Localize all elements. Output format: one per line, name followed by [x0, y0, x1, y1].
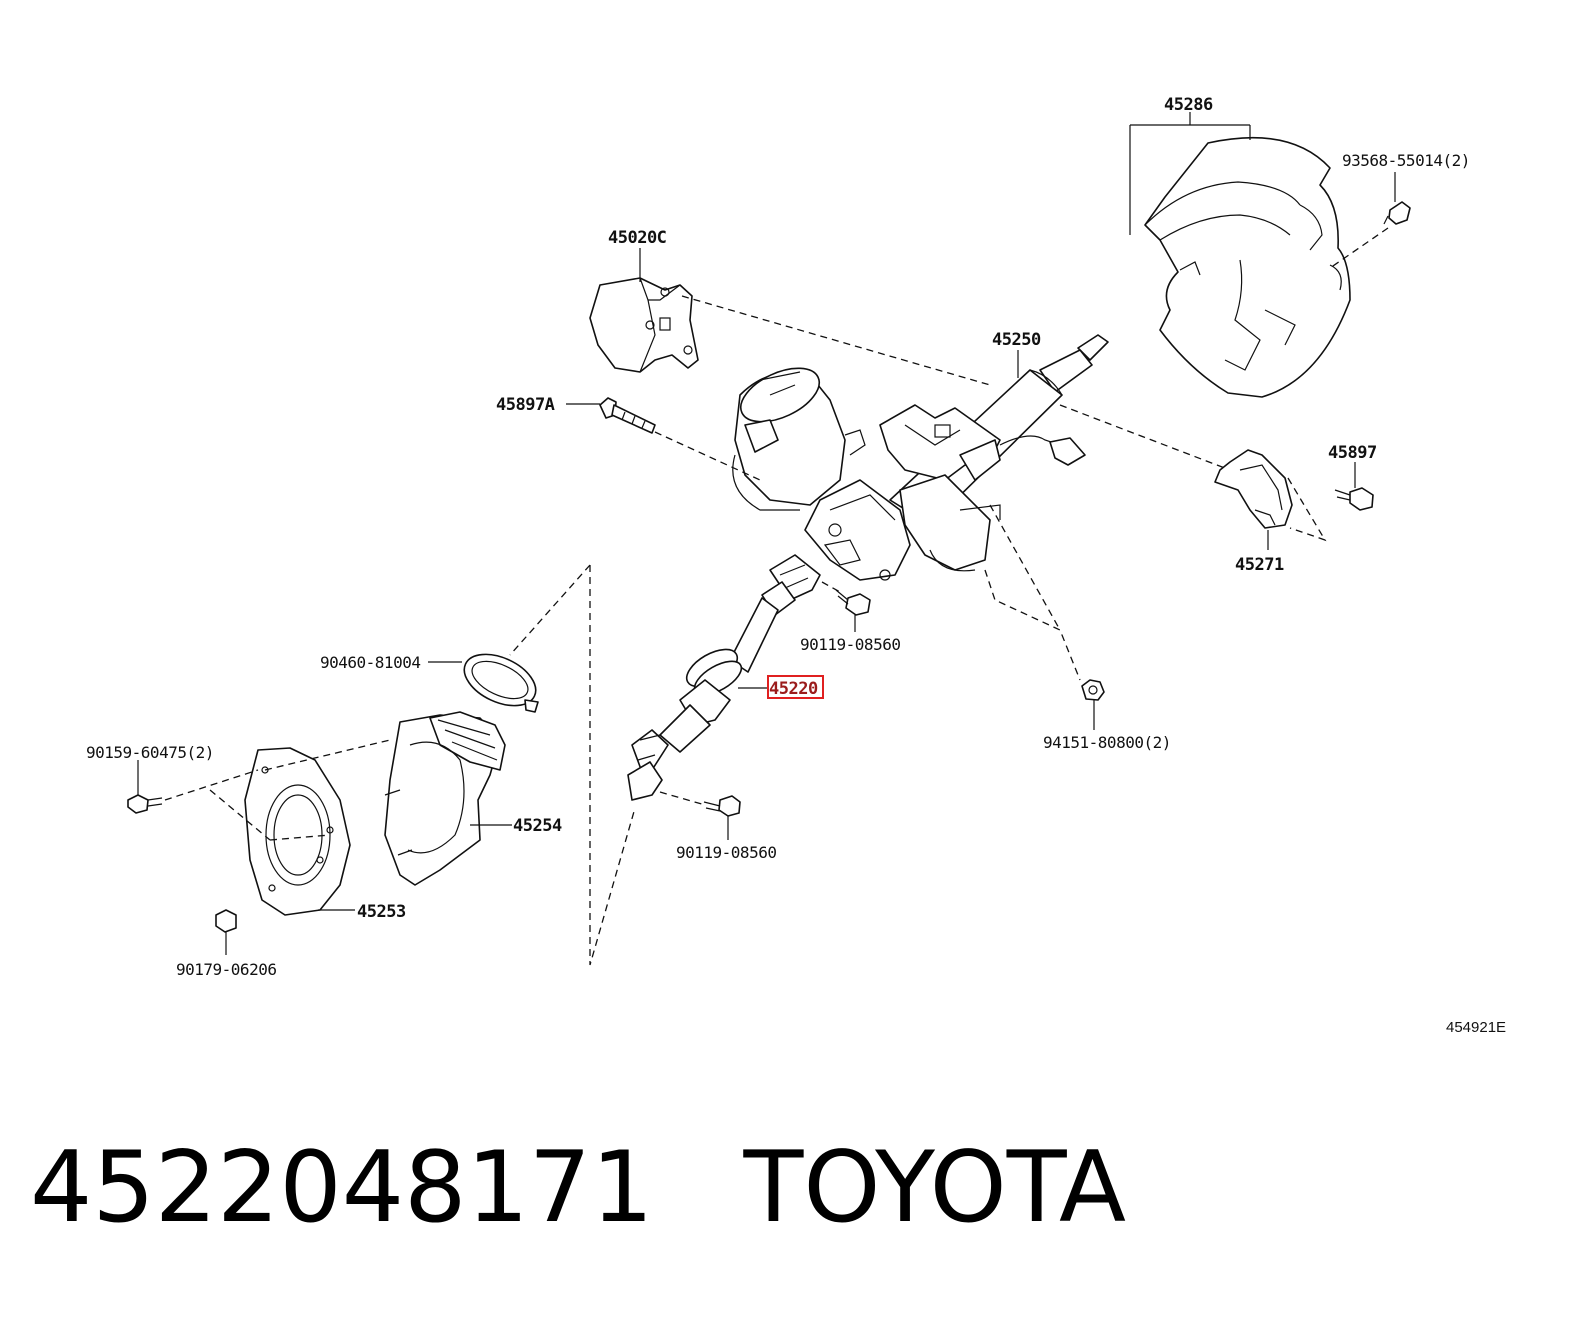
- label-90460: 90460-81004: [320, 653, 420, 672]
- ring-90460[interactable]: [456, 644, 543, 716]
- label-45271: 45271: [1235, 555, 1284, 575]
- bolt-45897A[interactable]: [599, 397, 656, 434]
- boot-cover-45254[interactable]: [384, 711, 506, 886]
- label-45897A: 45897A: [496, 395, 555, 415]
- label-93568: 93568-55014(2): [1342, 151, 1470, 170]
- bolt-90119-lower[interactable]: [703, 795, 741, 817]
- diagram-code: 454921E: [1446, 1019, 1506, 1036]
- label-90119-lower: 90119-08560: [676, 843, 776, 862]
- bracket-45271[interactable]: [1214, 449, 1293, 529]
- bolt-93568[interactable]: [1383, 201, 1411, 225]
- highlight-box-45220: [767, 675, 824, 699]
- nut-94151[interactable]: [1081, 679, 1105, 701]
- label-90179: 90179-06206: [176, 960, 276, 979]
- part-number: 4522048171: [30, 1131, 654, 1245]
- brand-name: TOYOTA: [743, 1131, 1127, 1245]
- column-cover-45286[interactable]: [1144, 136, 1351, 398]
- label-90159: 90159-60475(2): [86, 743, 214, 762]
- label-45286: 45286: [1164, 95, 1213, 115]
- bolt-45897[interactable]: [1334, 487, 1374, 511]
- nut-90179[interactable]: [215, 909, 237, 933]
- footer-caption: 4522048171 TOYOTA: [30, 1128, 1126, 1248]
- label-45250: 45250: [992, 330, 1041, 350]
- plate-45253[interactable]: [244, 747, 351, 916]
- bolt-90159[interactable]: [127, 794, 163, 814]
- label-94151: 94151-80800(2): [1043, 733, 1171, 752]
- label-45220[interactable]: 45220: [769, 679, 818, 699]
- label-45897: 45897: [1328, 443, 1377, 463]
- column-assembly-45250[interactable]: [732, 334, 1109, 581]
- label-45253: 45253: [357, 902, 406, 922]
- label-45254: 45254: [513, 816, 562, 836]
- label-45020C: 45020C: [608, 228, 666, 248]
- intermediate-shaft-45220[interactable]: [627, 554, 821, 801]
- bolt-90119-upper[interactable]: [835, 589, 871, 616]
- label-90119-upper: 90119-08560: [800, 635, 900, 654]
- bracket-45020C[interactable]: [589, 277, 699, 373]
